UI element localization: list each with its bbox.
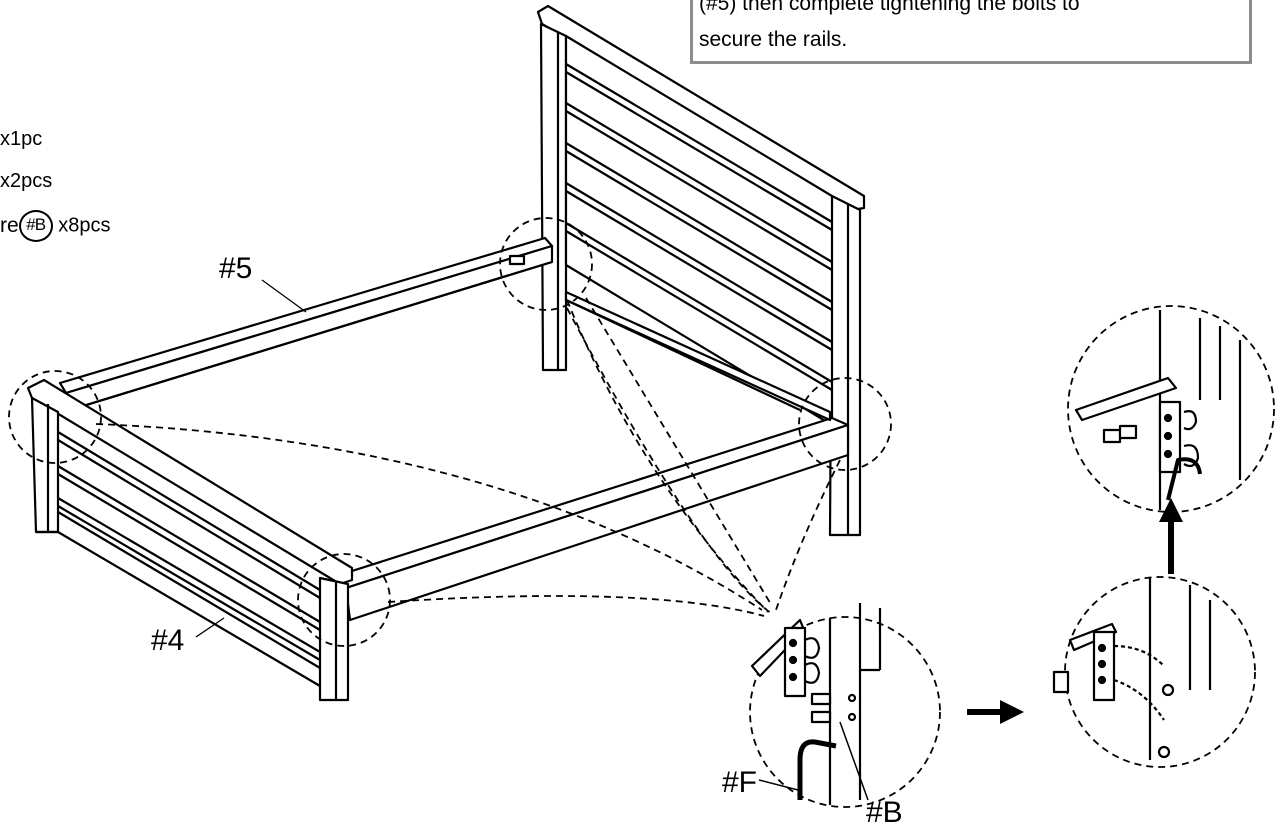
bolt-leader [839, 721, 869, 801]
side-rail-front [328, 416, 850, 622]
detail-circle-headboard [499, 217, 593, 311]
parts-list-item: x2pcs [0, 170, 52, 193]
rail-5-leader [261, 279, 307, 313]
instruction-line-1: (#5) then complete tightening the bolts … [699, 0, 1080, 15]
parts-list-item: re#B x8pcs [0, 210, 111, 242]
inner-rail [564, 290, 832, 422]
part-prefix: re [0, 214, 19, 237]
part-badge-b: #B [18, 210, 53, 242]
label-allen-key: #F [722, 766, 758, 799]
arrow-up-icon [1159, 498, 1183, 574]
label-side-rail: #5 [219, 252, 253, 285]
label-bolt: #B [866, 796, 903, 829]
instruction-line-2: secure the rails. [699, 28, 848, 51]
part-qty: x8pcs [58, 214, 111, 237]
label-footboard: #4 [151, 624, 185, 657]
footboard-4 [26, 378, 354, 702]
allen-key-leader [758, 779, 799, 791]
detail-circle-foot-left [8, 370, 102, 464]
part-qty: x1pc [0, 128, 43, 150]
zoom-detail-3 [1074, 310, 1242, 510]
zoom-detail-1 [750, 603, 882, 805]
headboard [536, 4, 866, 537]
leader-curves [95, 297, 841, 617]
side-rail-5 [58, 236, 554, 412]
instruction-box: (#5) then complete tightening the bolts … [690, 0, 1252, 64]
detail-circle-zoom-1 [749, 616, 941, 808]
arrow-right-icon [967, 700, 1024, 724]
part-qty: x2pcs [0, 170, 53, 192]
detail-circle-zoom-2 [1064, 576, 1256, 768]
zoom-detail-2 [1052, 578, 1212, 760]
detail-circle-foot-right [297, 553, 391, 647]
parts-list-item: x1pc [0, 128, 42, 151]
detail-circle-head-right [798, 377, 892, 471]
footboard-4-leader [195, 617, 225, 638]
